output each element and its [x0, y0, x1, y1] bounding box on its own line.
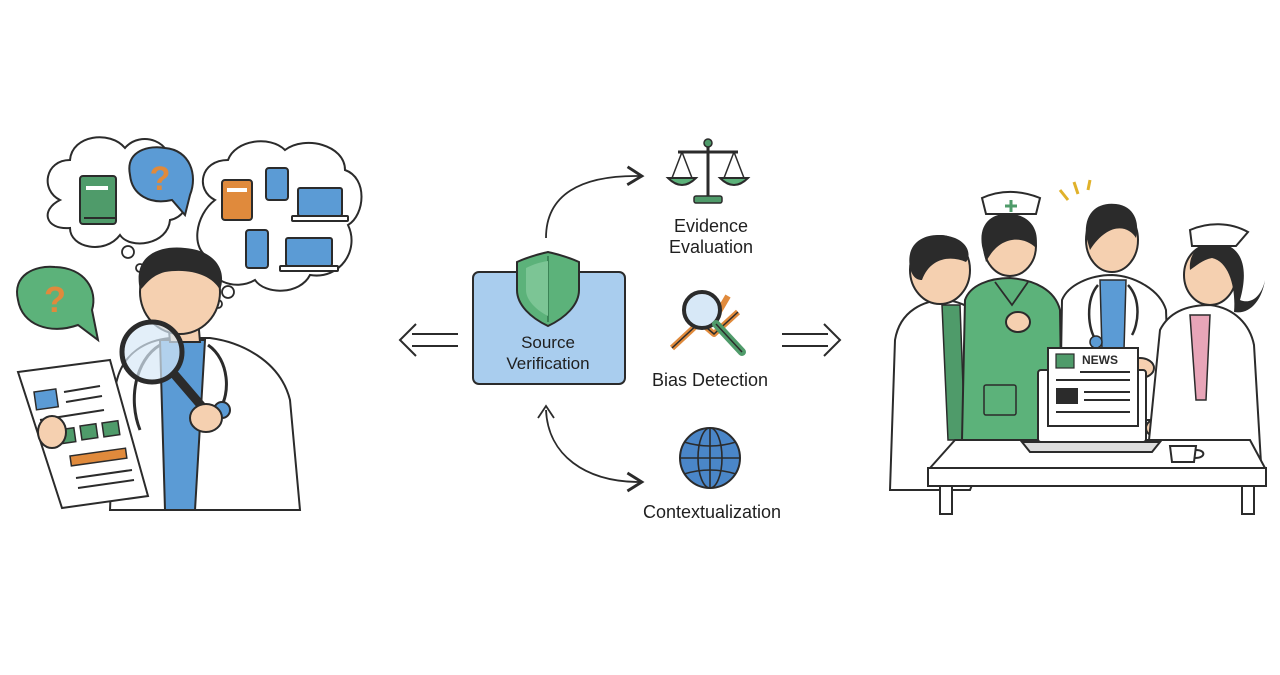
team-member-nurse-green: [960, 191, 1064, 441]
evidence-evaluation-line2: Evaluation: [668, 237, 754, 257]
news-label: NEWS: [1082, 353, 1118, 367]
scales-icon: [665, 138, 751, 204]
evidence-evaluation-label: Evidence Evaluation: [636, 216, 786, 258]
question-bubble-blue: ?: [128, 146, 194, 218]
globe-icon: [679, 427, 741, 489]
phone-icon: [245, 229, 269, 269]
arrow-to-left-scene: [398, 323, 458, 357]
question-mark-icon: ?: [150, 160, 171, 198]
right-scene-team-collaboration: NEWS: [888, 179, 1267, 515]
coffee-cup-icon: [1168, 445, 1205, 463]
book-icon: [221, 179, 253, 221]
sparkle-icon: [1058, 179, 1092, 201]
tablet-icon: [265, 167, 289, 201]
book-icon: [79, 175, 117, 225]
shield-icon: [516, 250, 580, 328]
team-member-nurse-right: [1125, 223, 1265, 481]
thought-bubble-devices: [196, 140, 363, 309]
arrow-to-contextualization: [545, 409, 645, 493]
laptop-icon: [279, 237, 339, 272]
question-bubble-green: ?: [16, 265, 100, 343]
source-verification-line1: Source: [521, 333, 575, 352]
contextualization-label: Contextualization: [642, 502, 782, 522]
left-scene-doctor-researching: ? ?: [16, 136, 363, 511]
arrow-to-evidence-evaluation: [545, 165, 645, 239]
news-screen: NEWS: [1047, 347, 1139, 427]
question-mark-icon: ?: [44, 279, 66, 320]
arrow-to-right-scene: [782, 323, 842, 357]
laptop-icon: [291, 187, 349, 222]
report-paper: [16, 358, 150, 510]
bias-detection-label: Bias Detection: [651, 370, 769, 390]
source-verification-label: Source Verification: [480, 332, 616, 374]
source-verification-line2: Verification: [506, 354, 590, 373]
magnifier-chart-icon: [669, 290, 746, 356]
source-verification-node: [472, 250, 626, 385]
doctor-figure: [108, 247, 302, 511]
evidence-evaluation-line1: Evidence: [673, 216, 749, 236]
